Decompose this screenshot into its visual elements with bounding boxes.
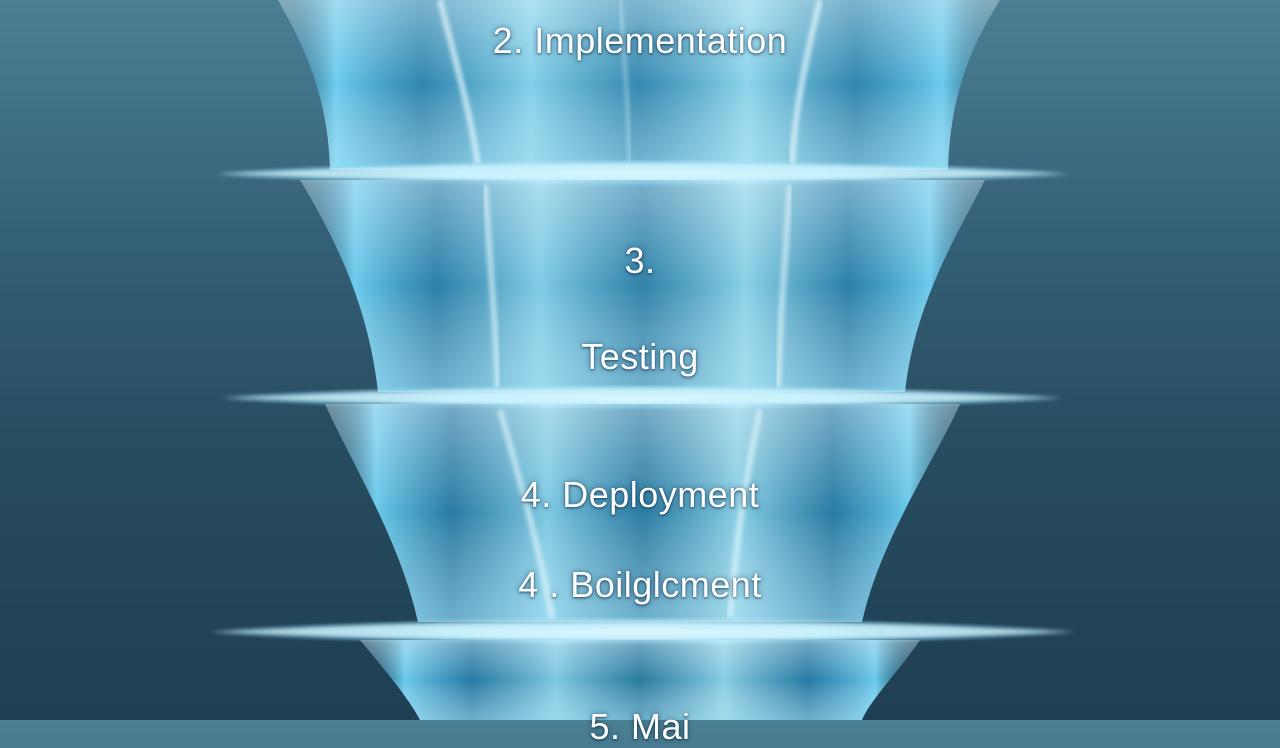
waterfall-tier-1 — [278, 0, 1000, 170]
stage-label-testing: Testing — [581, 336, 699, 377]
waterfall-ledge-3 — [210, 618, 1075, 646]
waterfall-tier-4 — [360, 640, 920, 720]
stage-label-deployment-garbled: 4 . Boilglcment — [518, 564, 762, 605]
stage-label-implementation: 2. Implementation — [492, 20, 788, 61]
waterfall-diagram — [210, 0, 1075, 720]
waterfall-tier-2 — [300, 180, 985, 392]
stage-number-testing: 3. — [624, 240, 656, 281]
stage-label-maintenance: 5. Mai — [589, 706, 691, 747]
waterfall-tier-3 — [325, 404, 960, 622]
stage-label-deployment: 4. Deployment — [520, 474, 760, 515]
